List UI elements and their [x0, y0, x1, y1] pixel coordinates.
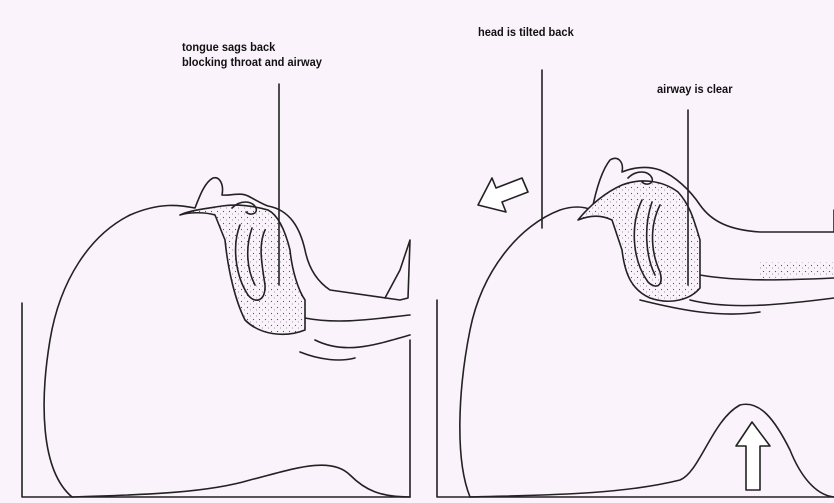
- tongue-label-line1: tongue sags back: [182, 40, 322, 55]
- left-jaw: [72, 465, 410, 497]
- left-neck-lower: [300, 352, 355, 360]
- right-pillow: [437, 300, 834, 497]
- left-throat-tissue: [180, 205, 305, 334]
- tongue-label-line2: blocking throat and airway: [182, 55, 322, 70]
- tilt-arrow-icon: [478, 178, 528, 212]
- head-tilted-label: head is tilted back: [478, 25, 574, 40]
- right-stipple-strip: [760, 262, 834, 278]
- left-pillow: [22, 303, 410, 497]
- airway-clear-label: airway is clear: [657, 82, 732, 97]
- tongue-label: tongue sags back blocking throat and air…: [182, 40, 322, 70]
- right-jaw: [470, 404, 834, 497]
- left-esophagus: [315, 335, 410, 348]
- right-esophagus: [690, 298, 834, 306]
- left-trachea: [305, 315, 410, 321]
- right-throat-tissue: [578, 181, 700, 301]
- lift-arrow-icon: [736, 422, 770, 490]
- left-panel: [22, 84, 410, 497]
- right-panel: [437, 70, 834, 497]
